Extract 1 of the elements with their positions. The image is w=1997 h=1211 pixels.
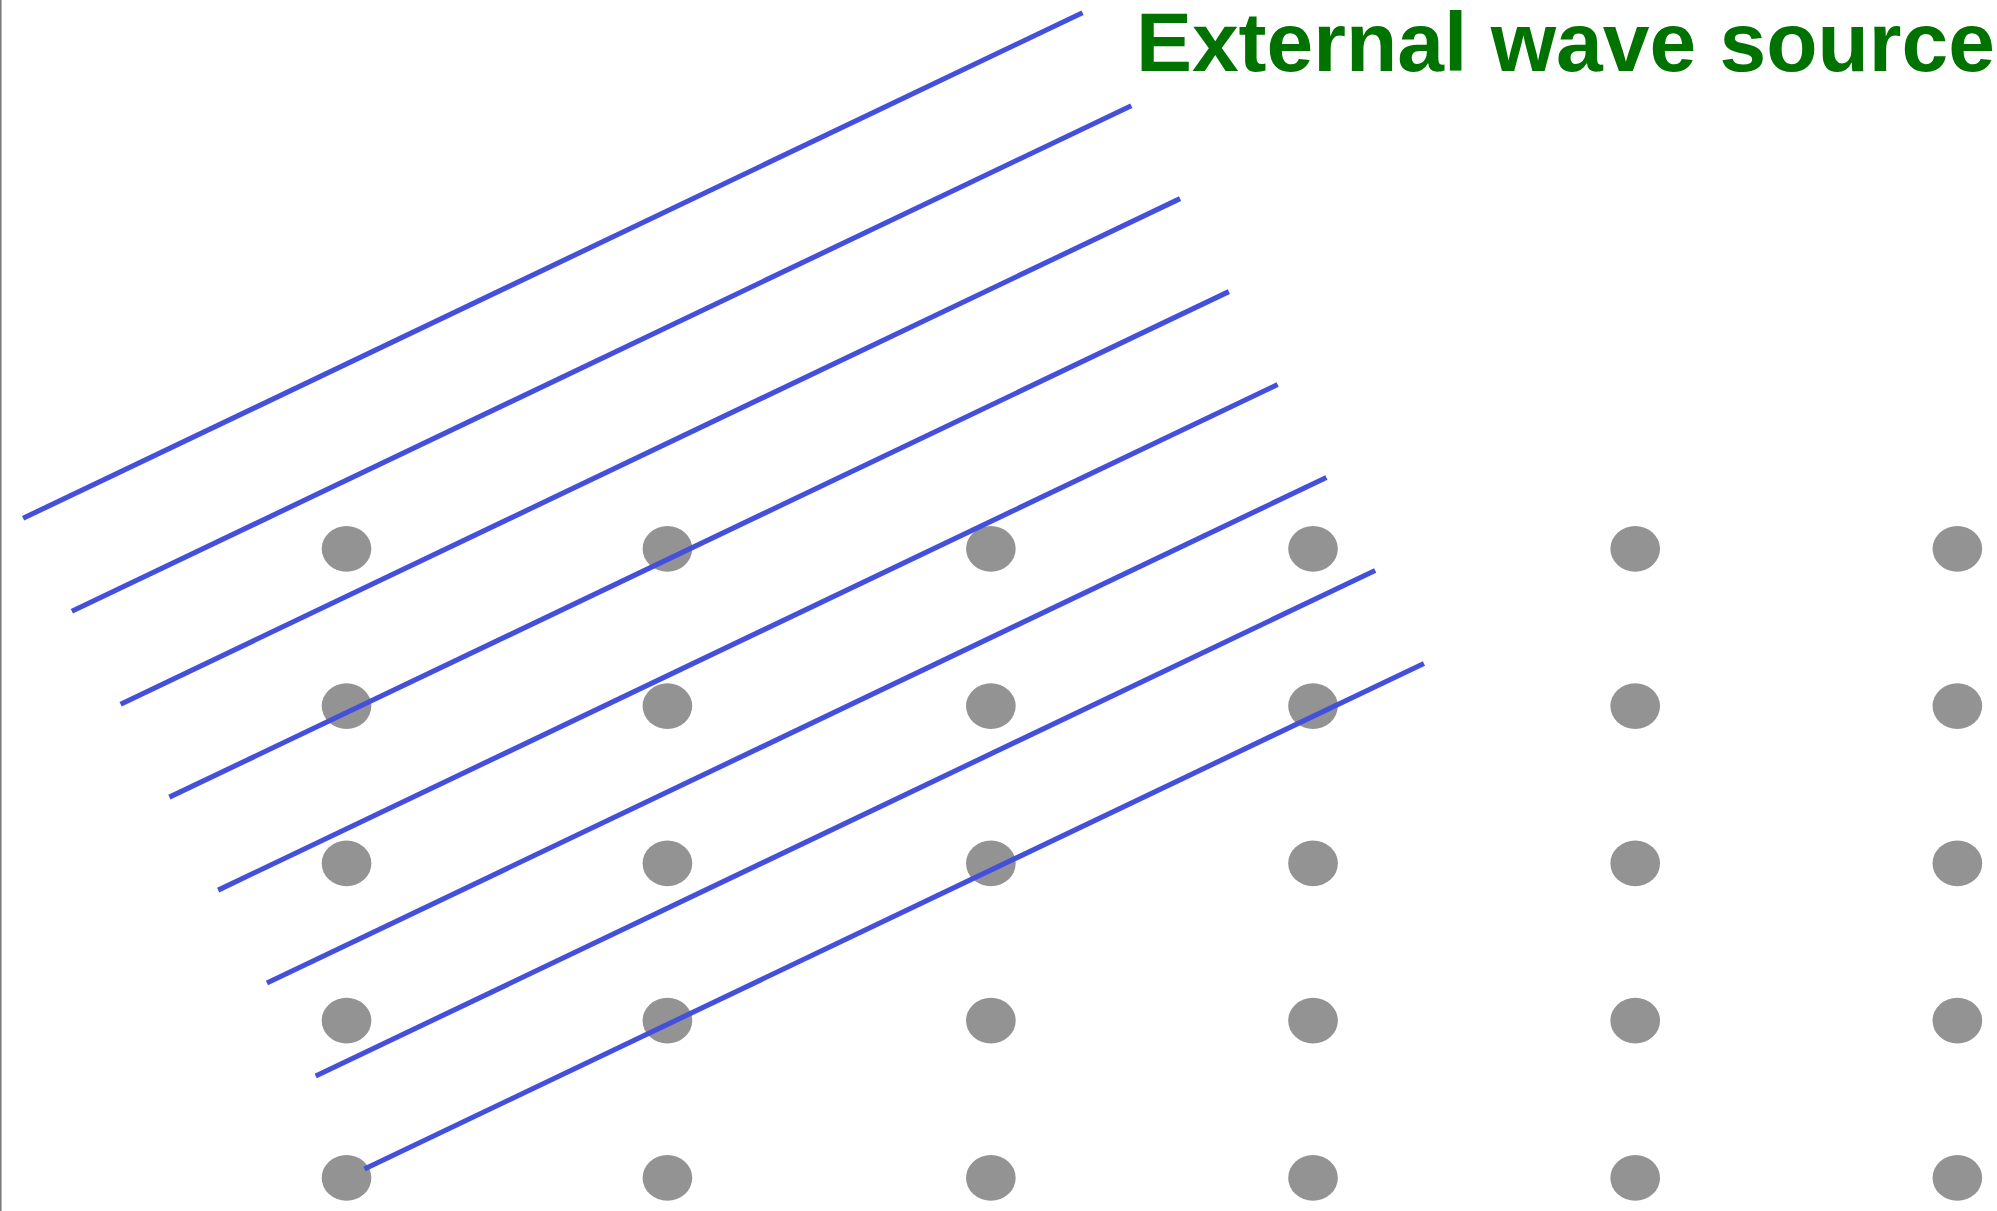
source-label: External wave source (1135, 0, 1995, 84)
